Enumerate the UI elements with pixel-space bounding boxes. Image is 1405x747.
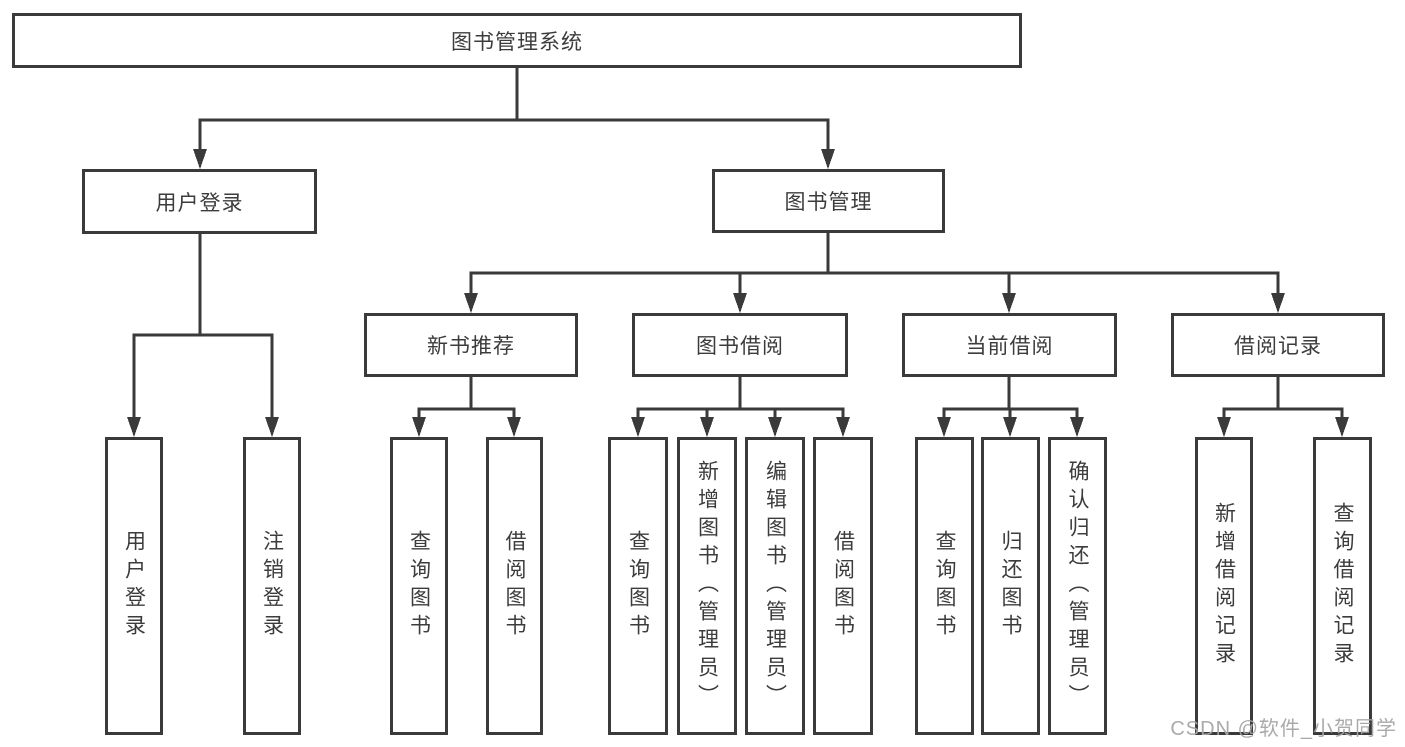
node-current-borrow: 当前借阅: [902, 313, 1117, 377]
leaf-borrow-query-books: 查询图书: [608, 437, 668, 735]
leaf-query-borrow-record: 查询借阅记录: [1313, 437, 1372, 735]
leaf-add-books-admin-label: 新增图书（管理员）: [695, 460, 719, 712]
csdn-watermark: CSDN @软件_小贺同学: [1170, 718, 1397, 740]
leaf-logout-label: 注销登录: [260, 530, 284, 642]
node-root: 图书管理系统: [12, 13, 1022, 68]
leaf-edit-books-admin-label: 编辑图书（管理员）: [763, 460, 787, 712]
leaf-logout: 注销登录: [243, 437, 301, 735]
node-user-login: 用户登录: [82, 169, 317, 234]
edge-current-borrow-to-leaves: [937, 377, 1084, 437]
leaf-confirm-return-admin: 确认归还（管理员）: [1048, 437, 1107, 735]
leaf-edit-books-admin: 编辑图书（管理员）: [745, 437, 805, 735]
edge-book-borrow-to-leaves: [631, 377, 850, 437]
node-book-management: 图书管理: [712, 169, 945, 233]
leaf-current-query-books: 查询图书: [915, 437, 974, 735]
edge-new-book-rec-to-leaves: [412, 377, 521, 437]
edge-user-login-to-leaves: [127, 234, 279, 437]
leaf-user-login-label: 用户登录: [122, 530, 146, 642]
leaf-return-books: 归还图书: [981, 437, 1040, 735]
leaf-recommend-query-books: 查询图书: [390, 437, 448, 735]
node-new-book-recommend: 新书推荐: [364, 313, 578, 377]
leaf-return-books-label: 归还图书: [999, 530, 1022, 642]
leaf-user-login: 用户登录: [105, 437, 163, 735]
leaf-borrow-books-label: 借阅图书: [831, 530, 855, 642]
leaf-recommend-query-books-label: 查询图书: [407, 530, 431, 642]
leaf-recommend-borrow-books-label: 借阅图书: [503, 530, 526, 642]
leaf-recommend-borrow-books: 借阅图书: [486, 437, 543, 735]
leaf-add-books-admin: 新增图书（管理员）: [677, 437, 737, 735]
node-borrow-record: 借阅记录: [1171, 313, 1385, 377]
leaf-query-borrow-record-label: 查询借阅记录: [1331, 502, 1354, 670]
edge-book-mgmt-to-level3: [464, 233, 1285, 313]
leaf-borrow-query-books-label: 查询图书: [626, 530, 650, 642]
leaf-confirm-return-admin-label: 确认归还（管理员）: [1066, 460, 1089, 712]
leaf-current-query-books-label: 查询图书: [933, 530, 956, 642]
edge-record-to-leaves: [1217, 377, 1349, 437]
node-book-borrow: 图书借阅: [632, 313, 848, 377]
leaf-add-borrow-record: 新增借阅记录: [1195, 437, 1253, 735]
leaf-borrow-books: 借阅图书: [813, 437, 873, 735]
leaf-add-borrow-record-label: 新增借阅记录: [1212, 502, 1236, 670]
edge-root-to-level2: [193, 68, 835, 169]
